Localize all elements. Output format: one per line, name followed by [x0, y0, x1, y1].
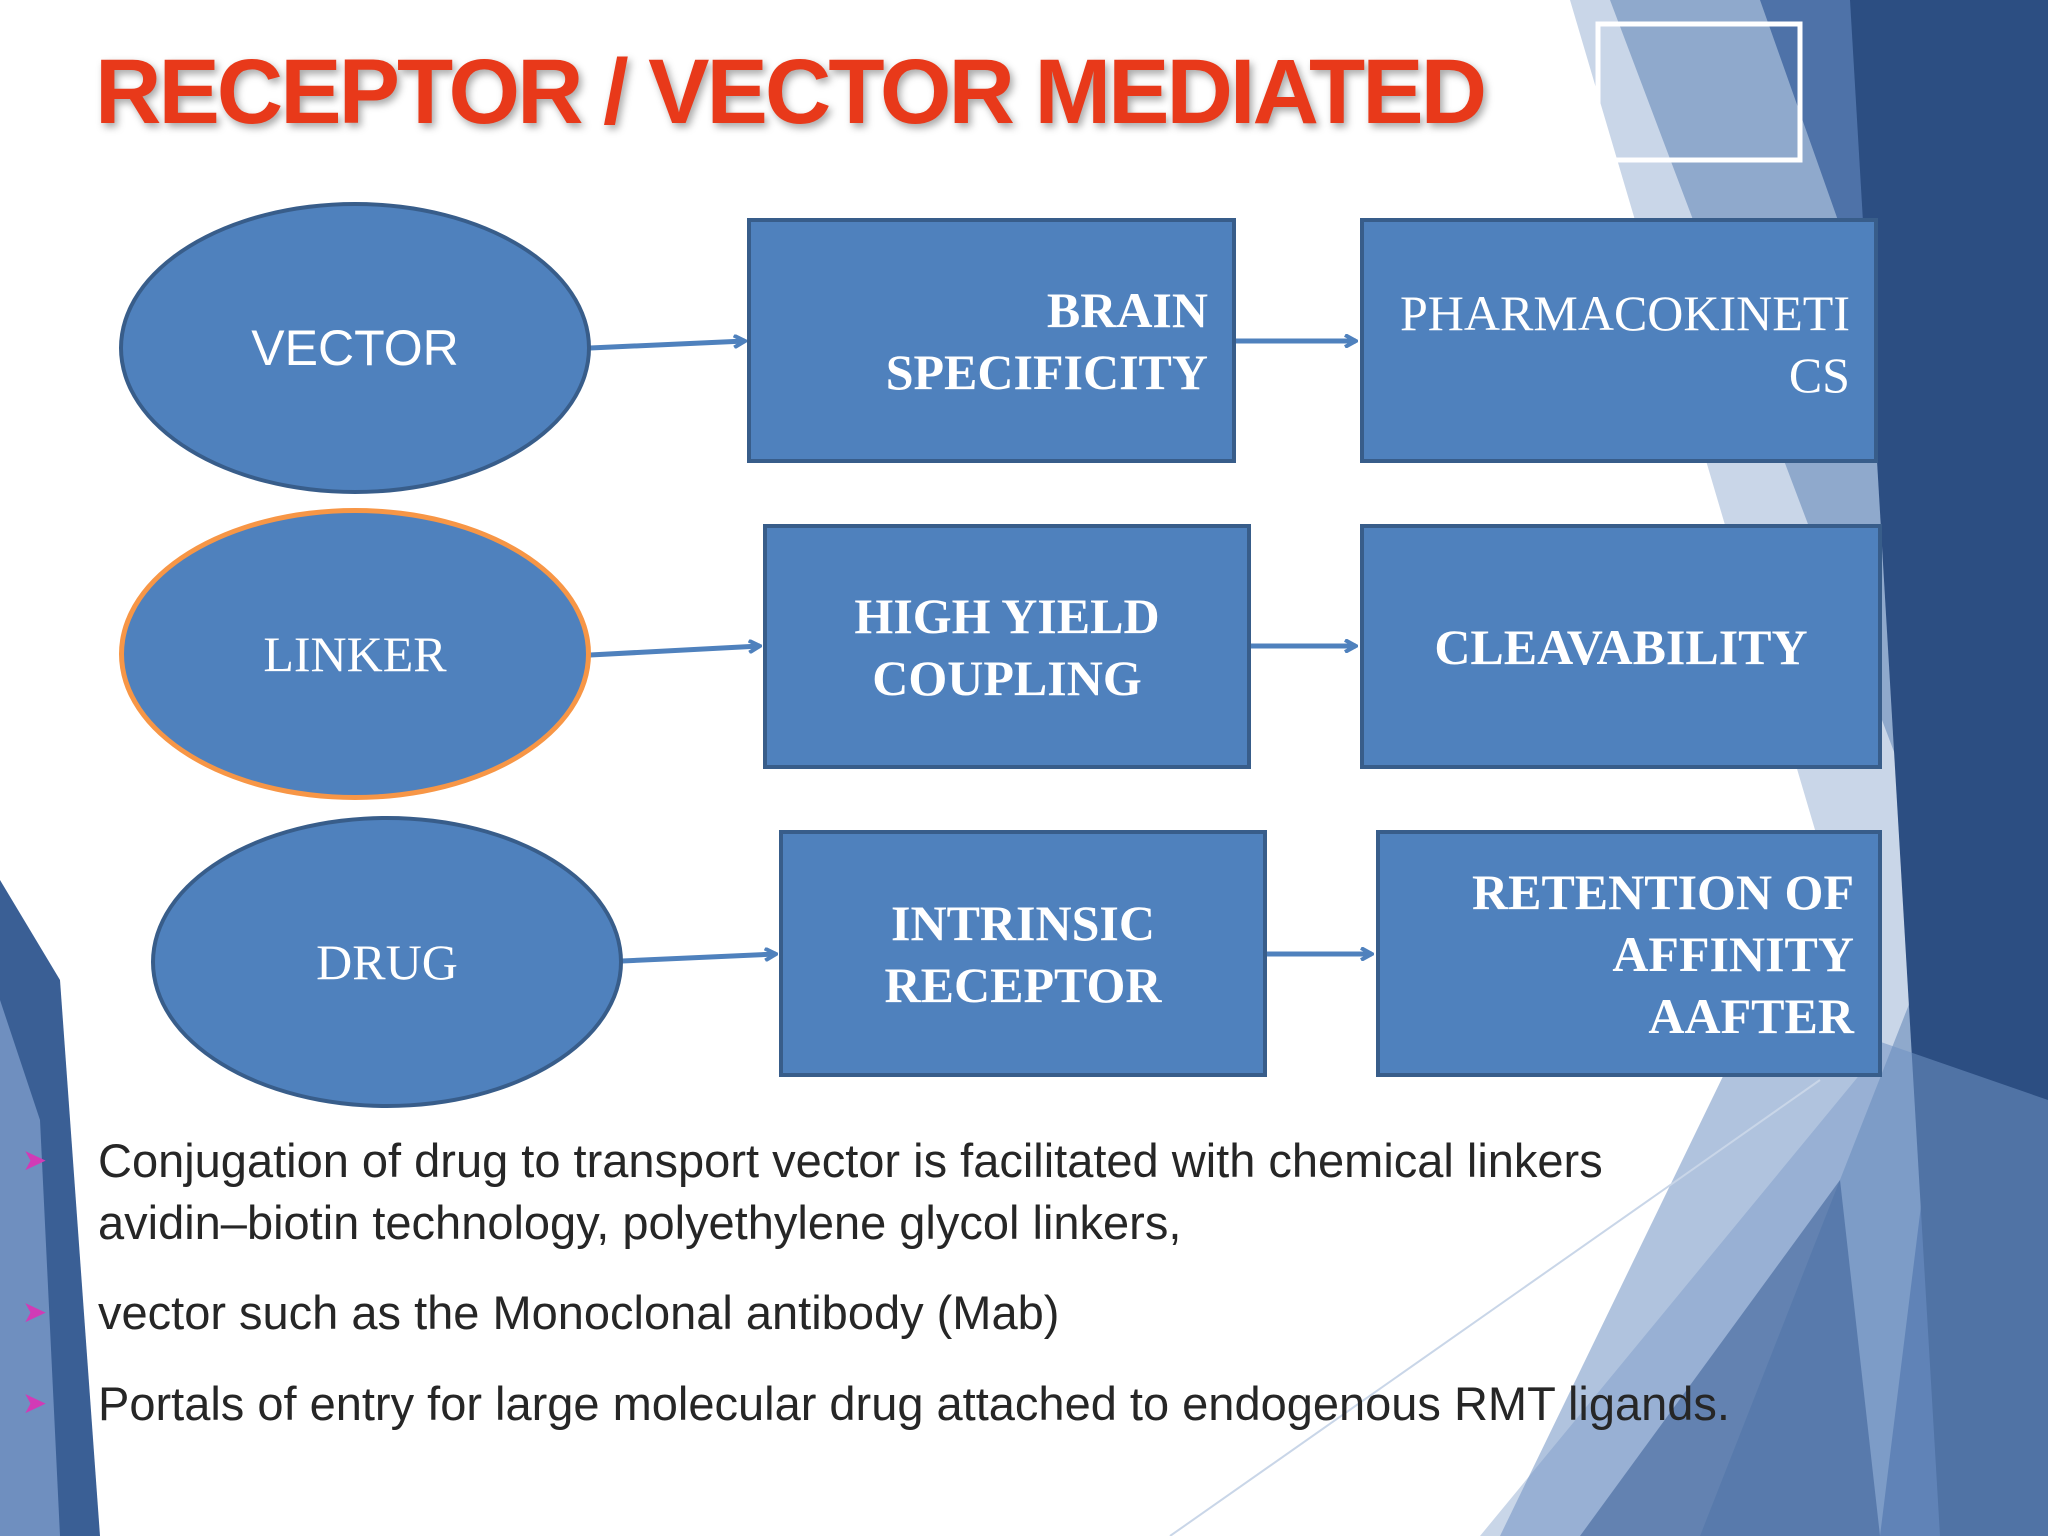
brain-specificity-label: BRAIN SPECIFICITY [885, 281, 1208, 400]
background-thin-line [1169, 1079, 1821, 1536]
cleavability-box: CLEAVABILITY [1360, 524, 1882, 769]
background-facet-bottom-dark [1580, 1180, 1880, 1536]
arrow-drug-to-intrinsic-receptor [621, 954, 776, 964]
bullet-text: Portals of entry for large molecular dru… [98, 1377, 1730, 1430]
bullet-arrow-icon: ➤ [22, 1387, 48, 1420]
drug-label: DRUG [316, 934, 458, 990]
brain-specificity-box: BRAIN SPECIFICITY [747, 218, 1236, 463]
high-yield-coupling-label: HIGH YIELD COUPLING [854, 587, 1160, 706]
pharmacokinetics-label: PHARMACOKINETI CS [1400, 285, 1850, 403]
intrinsic-receptor-label: INTRINSIC RECEPTOR [884, 894, 1162, 1013]
decorative-frame [1595, 21, 1803, 163]
retention-of-affinity-label: RETENTION OF AFFINITY AAFTER [1471, 863, 1854, 1044]
bullet-arrow-icon: ➤ [22, 1296, 48, 1329]
pharmacokinetics-box: PHARMACOKINETI CS [1360, 218, 1878, 463]
drug-ellipse: DRUG [151, 816, 623, 1108]
linker-label: LINKER [263, 626, 447, 682]
slide-title: RECEPTOR / VECTOR MEDIATED [95, 41, 1487, 143]
vector-label: VECTOR [251, 320, 459, 376]
arrow-vector-to-brain-specificity [589, 341, 745, 351]
high-yield-coupling-box: HIGH YIELD COUPLING [763, 524, 1251, 769]
bullet-arrow-icon: ➤ [22, 1144, 48, 1177]
background-left-sliver-light [0, 1000, 60, 1536]
cleavability-label: CLEAVABILITY [1434, 618, 1808, 675]
intrinsic-receptor-box: INTRINSIC RECEPTOR [779, 830, 1267, 1077]
background-facet-bottom [1500, 1000, 2048, 1536]
retention-of-affinity-box: RETENTION OF AFFINITY AAFTER [1376, 830, 1882, 1077]
bullet-text: Conjugation of drug to transport vector … [98, 1134, 1603, 1249]
vector-ellipse: VECTOR [119, 202, 591, 494]
bullet-text: vector such as the Monoclonal antibody (… [98, 1286, 1060, 1339]
arrow-linker-to-high-yield-coupling [589, 646, 760, 658]
linker-ellipse: LINKER [119, 508, 591, 800]
